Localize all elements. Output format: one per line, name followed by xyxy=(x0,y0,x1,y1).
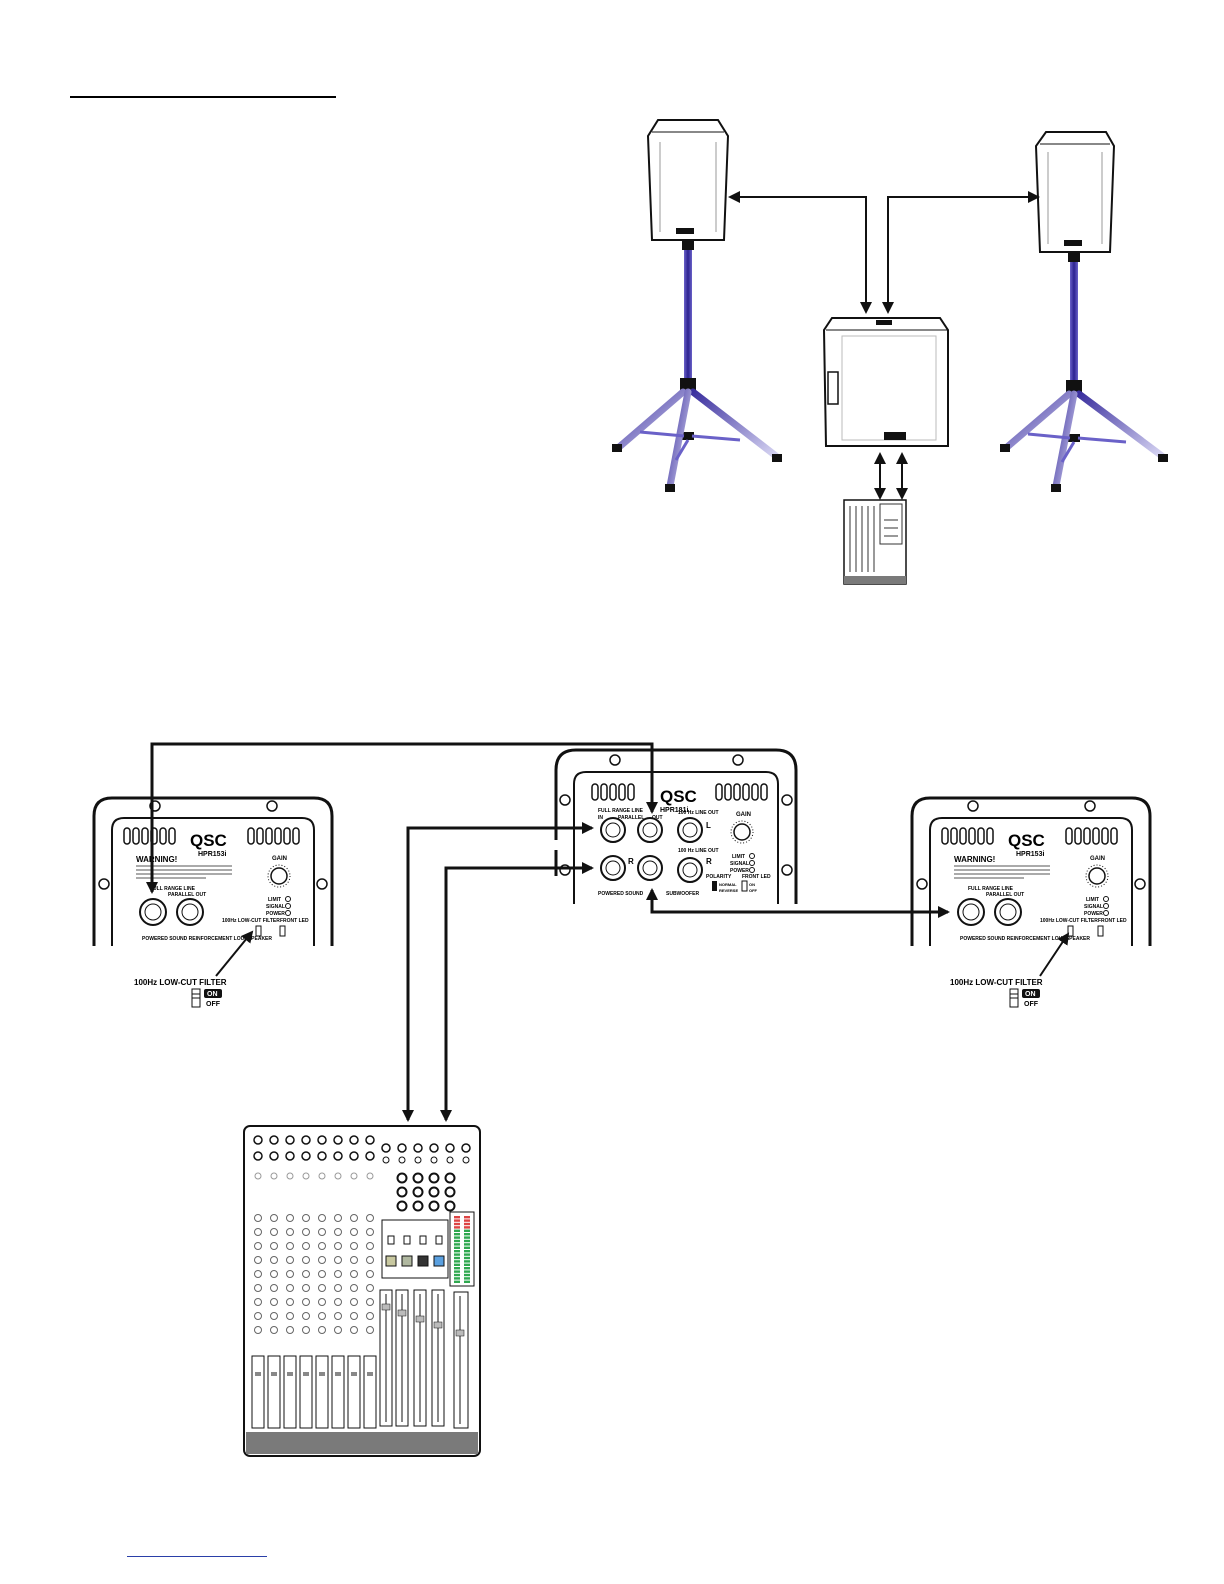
small-mixer-console xyxy=(843,499,907,585)
svg-text:WARNING!: WARNING! xyxy=(954,855,995,864)
bottom-cable-arrows xyxy=(146,742,950,1122)
mixer-faders xyxy=(379,1289,469,1429)
svg-text:FRONT LED: FRONT LED xyxy=(1098,918,1127,924)
left-low-cut-callout: 100Hz LOW-CUT FILTER ON OFF xyxy=(134,930,254,1008)
right-speaker-on-stand xyxy=(1000,131,1168,492)
svg-text:ON: ON xyxy=(207,991,218,998)
svg-text:GAIN: GAIN xyxy=(1090,856,1105,862)
svg-text:POWER: POWER xyxy=(266,911,285,917)
svg-text:POWER: POWER xyxy=(730,868,749,874)
svg-text:GAIN: GAIN xyxy=(736,812,751,818)
svg-text:PARALLEL OUT: PARALLEL OUT xyxy=(986,892,1024,898)
svg-text:IN: IN xyxy=(598,815,603,821)
xlr-output-icon xyxy=(176,898,204,926)
svg-text:100Hz LOW-CUT FILTER: 100Hz LOW-CUT FILTER xyxy=(222,918,280,924)
channel-knob-grid xyxy=(251,1135,471,1429)
svg-text:POLARITY: POLARITY xyxy=(706,874,732,880)
svg-text:ON: ON xyxy=(1025,991,1036,998)
svg-text:WARNING!: WARNING! xyxy=(136,855,177,864)
gain-knob-icon xyxy=(1088,867,1106,885)
xlr-input-icon xyxy=(139,898,167,926)
svg-text:LIMIT: LIMIT xyxy=(1086,897,1099,903)
svg-text:OUT: OUT xyxy=(652,815,663,821)
left-rear-panel: QSC HPR153i WARNING! GAIN FULL RANGE LIN… xyxy=(92,796,334,946)
brand-logo: QSC xyxy=(1008,831,1045,850)
svg-text:R: R xyxy=(628,857,634,866)
svg-text:100 Hz LINE OUT: 100 Hz LINE OUT xyxy=(678,848,719,854)
right-rear-panel: QSC HPR153i WARNING! GAIN FULL RANGE LIN… xyxy=(910,796,1152,946)
gain-knob-icon xyxy=(270,867,288,885)
svg-text:PARALLEL: PARALLEL xyxy=(618,815,644,821)
svg-text:NORMAL: NORMAL xyxy=(719,882,737,887)
svg-text:SIGNAL: SIGNAL xyxy=(1084,904,1103,910)
subwoofer-rear-panel: QSC HPR181i FULL RANGE LINE IN PARALLEL … xyxy=(554,748,798,904)
svg-text:FULL RANGE LINE: FULL RANGE LINE xyxy=(150,886,196,892)
svg-text:POWERED SOUND REINFORCEMENT L: POWERED SOUND REINFORCEMENT LOUDSPEAKER xyxy=(960,936,1090,942)
svg-text:ON: ON xyxy=(749,882,755,887)
level-meter xyxy=(454,1216,470,1283)
svg-text:100 Hz LINE OUT: 100 Hz LINE OUT xyxy=(678,810,719,816)
svg-text:FULL RANGE LINE: FULL RANGE LINE xyxy=(968,886,1014,892)
svg-text:R: R xyxy=(706,857,712,866)
svg-text:SIGNAL: SIGNAL xyxy=(730,861,749,867)
brand-logo: QSC xyxy=(660,787,697,806)
svg-text:SUBWOOFER: SUBWOOFER xyxy=(666,891,699,897)
mixer-master-section xyxy=(381,1211,475,1287)
svg-text:100Hz LOW-CUT FILTER: 100Hz LOW-CUT FILTER xyxy=(134,978,227,987)
section-heading-underline xyxy=(70,96,336,98)
svg-text:REVERSE: REVERSE xyxy=(719,888,738,893)
large-mixer-console xyxy=(243,1125,481,1457)
footer-link-underline xyxy=(127,1556,267,1557)
svg-text:HPR153i: HPR153i xyxy=(1016,851,1044,858)
left-speaker-on-stand xyxy=(612,119,782,492)
svg-text:SIGNAL: SIGNAL xyxy=(266,904,285,910)
svg-text:PARALLEL OUT: PARALLEL OUT xyxy=(168,892,206,898)
right-low-cut-callout: 100Hz LOW-CUT FILTER ON OFF xyxy=(950,932,1070,1008)
svg-text:GAIN: GAIN xyxy=(272,856,287,862)
svg-text:POWERED SOUND: POWERED SOUND xyxy=(598,891,644,897)
svg-text:LIMIT: LIMIT xyxy=(732,854,745,860)
svg-text:POWERED SOUND REINFORCEMENT L: POWERED SOUND REINFORCEMENT LOUDSPEAKER xyxy=(142,936,272,942)
svg-text:FRONT LED: FRONT LED xyxy=(280,918,309,924)
svg-text:FULL RANGE LINE: FULL RANGE LINE xyxy=(598,808,644,814)
svg-text:L: L xyxy=(706,821,711,830)
svg-text:OFF: OFF xyxy=(749,888,758,893)
subwoofer-cabinet xyxy=(822,317,949,447)
svg-text:100Hz LOW-CUT FILTER: 100Hz LOW-CUT FILTER xyxy=(1040,918,1098,924)
svg-text:OFF: OFF xyxy=(1024,1001,1039,1008)
svg-text:100Hz LOW-CUT FILTER: 100Hz LOW-CUT FILTER xyxy=(950,978,1043,987)
gain-knob-icon xyxy=(733,823,751,841)
svg-text:HPR181i: HPR181i xyxy=(660,807,688,814)
blue-knob-icon xyxy=(433,1255,445,1267)
svg-text:HPR153i: HPR153i xyxy=(198,851,226,858)
svg-text:POWER: POWER xyxy=(1084,911,1103,917)
xlr-input-icon xyxy=(957,898,985,926)
svg-text:OFF: OFF xyxy=(206,1001,221,1008)
brand-logo: QSC xyxy=(190,831,227,850)
top-signal-arrows xyxy=(728,191,1040,500)
svg-text:FRONT LED: FRONT LED xyxy=(742,874,771,880)
xlr-output-icon xyxy=(994,898,1022,926)
svg-text:LIMIT: LIMIT xyxy=(268,897,281,903)
